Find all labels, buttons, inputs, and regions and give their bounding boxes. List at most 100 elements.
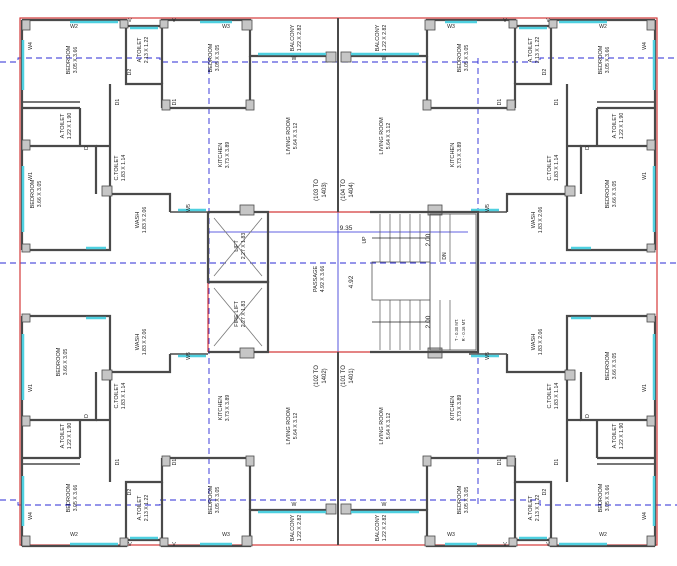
opening-tag: D1 [115,99,121,106]
column [646,19,656,31]
room-size: 3.73 X 3.89 [225,395,231,422]
opening-tag: W2 [599,532,607,538]
room-name: WASH [531,334,537,351]
room-size: 3.05 X 3.05 [464,45,470,72]
flat-number-line: 1401) [349,368,355,383]
opening-tag: D1 [115,459,121,466]
room-name: A.TOILET [612,113,618,138]
opening-tag: D1 [554,99,560,106]
opening-tag: W [382,56,387,62]
room-name: BEDROOM [457,485,463,514]
opening-tag: D [585,146,591,150]
opening-tag: D1 [172,99,178,106]
room-name: BEDROOM [208,43,214,72]
room-name: BALCONY [375,24,381,51]
atoilet-wall [513,458,553,540]
room-size: 5.64 X 3.12 [293,123,299,150]
opening-tag: W1 [642,172,648,180]
stair-tread-note: T - 0.30 MT. [454,319,459,341]
stair-well [370,210,480,354]
room-name: A.TOILET [60,113,66,138]
column [119,19,129,29]
flat-number-line: (102 TO [314,365,320,387]
room-size: 2.13 X 1.22 [144,495,150,522]
lift-cross-b [213,217,263,277]
column [564,369,576,381]
column [239,347,255,359]
room-name: FIRE LIFT [234,301,240,327]
column [564,185,576,197]
room-name: LIVING ROOM [286,407,292,445]
opening-tag: D1 [172,459,178,466]
opening-tag: V [172,542,176,548]
room-size: 3.73 X 3.89 [457,142,463,169]
outer-wall-top [341,508,655,548]
room-size: 3.05 X 3.66 [73,485,79,512]
room-size: 1.83 X 1.14 [121,383,127,410]
room-name: WASH [135,212,141,229]
opening-tag: W2 [70,532,78,538]
room-name: A.TOILET [612,423,618,448]
room-size: 1.83 X 2.06 [538,329,544,356]
room-size: 3.05 X 3.66 [73,47,79,74]
opening-tag: W2 [599,24,607,30]
column [101,369,113,381]
dimension-label: 9.35 [340,225,353,232]
stair-riser-note: R - 0.16 MT. [461,319,466,342]
stair-up-label: UP [362,236,368,244]
walls [19,17,658,548]
column [119,537,129,547]
opening-tag: D1 [497,459,503,466]
column [424,535,436,547]
column [646,139,656,151]
room-size: 1.22 X 1.90 [67,423,73,450]
flat-tr [340,18,657,253]
room-name: C.TOILET [114,155,120,181]
room-name: WASH [531,212,537,229]
flat-number-line: 1404) [349,182,355,197]
bedroom-c-wall [579,144,655,194]
column [21,19,31,31]
opening-tag: W5 [485,352,491,360]
room-size: 2.27 X 1.83 [241,233,247,260]
room-size: 1.83 X 2.06 [142,329,148,356]
room-name: BEDROOM [598,483,604,512]
flat-br [340,313,657,548]
room-name: BALCONY [290,24,296,51]
column [506,455,516,467]
room-name: BEDROOM [457,43,463,72]
room-name: BEDROOM [598,45,604,74]
opening-tag: W4 [28,512,34,520]
column [325,503,337,515]
room-name: LIFT [234,240,240,252]
room-name: BEDROOM [605,179,611,208]
opening-tag: W2 [70,24,78,30]
room-name: KITCHEN [450,143,456,168]
opening-tag: W4 [28,42,34,50]
opening-tag: W3 [222,532,230,538]
room-name: BEDROOM [66,483,72,512]
opening-tag: D2 [542,69,548,76]
column [241,19,253,31]
wash-wall [108,84,172,212]
